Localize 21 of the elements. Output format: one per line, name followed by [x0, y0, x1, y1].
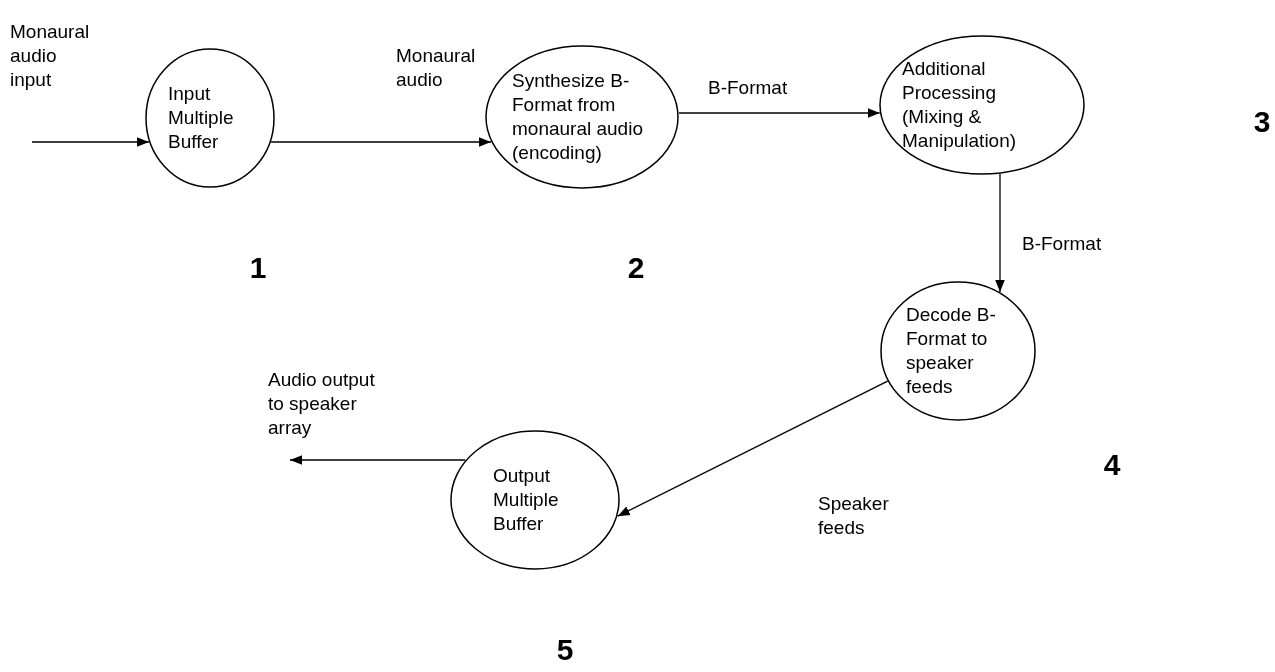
callout-number: 1 [249, 253, 267, 283]
node-label: Synthesize B- Format from monaural audio (encoding) [512, 69, 644, 165]
process-ellipse [880, 281, 1036, 421]
arrow [270, 137, 492, 147]
callout-number: 3 [1253, 107, 1271, 137]
arrow [617, 380, 889, 517]
node-label: Decode B- Format to speaker feeds [906, 303, 997, 399]
process-ellipse [450, 430, 620, 570]
node-label: Input Multiple Buffer [168, 82, 235, 154]
process-ellipse [485, 45, 679, 189]
node-label: Output Multiple Buffer [493, 464, 560, 536]
process-ellipse [145, 48, 275, 188]
callout-number: 4 [1103, 450, 1121, 480]
arrow [31, 137, 150, 147]
process-ellipse [879, 35, 1085, 175]
callout-number: 5 [556, 635, 574, 665]
arrow [289, 455, 466, 465]
arrow [995, 173, 1005, 293]
node-label: Additional Processing (Mixing & Manipulation) [902, 57, 1018, 153]
callout-number: 2 [627, 253, 645, 283]
arrow [678, 108, 881, 118]
